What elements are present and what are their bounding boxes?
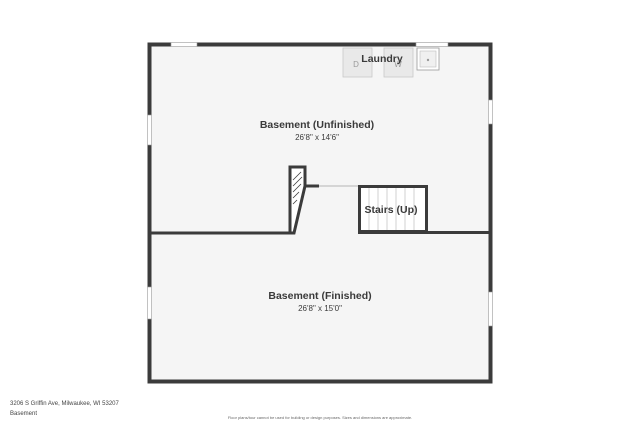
window-top-left	[170, 42, 198, 47]
room-label-laundry: Laundry	[361, 53, 403, 65]
washer-label: W	[394, 60, 402, 69]
room-dims-finished: 26'8" x 15'0"	[298, 304, 342, 313]
floor-name-text: Basement	[10, 411, 38, 417]
washer: W	[383, 47, 414, 78]
window-left-lower	[147, 286, 152, 320]
stair-treads	[368, 188, 415, 230]
room-label-finished: Basement (Finished)	[268, 290, 371, 302]
floor-unfinished	[150, 45, 489, 233]
floor-finished	[150, 233, 489, 381]
hatch-pattern	[292, 171, 303, 205]
address-text: 3206 S Griffin Ave, Milwaukee, WI 53207	[10, 401, 119, 407]
window-right-lower	[488, 291, 493, 327]
window-right-upper	[488, 99, 493, 125]
stairs-enclosure	[358, 185, 428, 233]
dryer: D	[342, 47, 373, 78]
angled-partition	[288, 165, 307, 235]
room-label-unfinished: Basement (Unfinished)	[260, 119, 374, 131]
room-label-stairs: Stairs (Up)	[364, 204, 417, 216]
room-dims-unfinished: 26'8" x 14'6"	[295, 133, 339, 142]
window-left-upper	[147, 114, 152, 146]
outer-wall	[147, 42, 493, 384]
dryer-label: D	[353, 60, 359, 69]
window-top-right	[415, 42, 449, 47]
disclaimer-text: Floor plans/tour cannot be used for buil…	[227, 415, 413, 420]
windows	[147, 42, 493, 327]
laundry-sink	[416, 47, 440, 71]
